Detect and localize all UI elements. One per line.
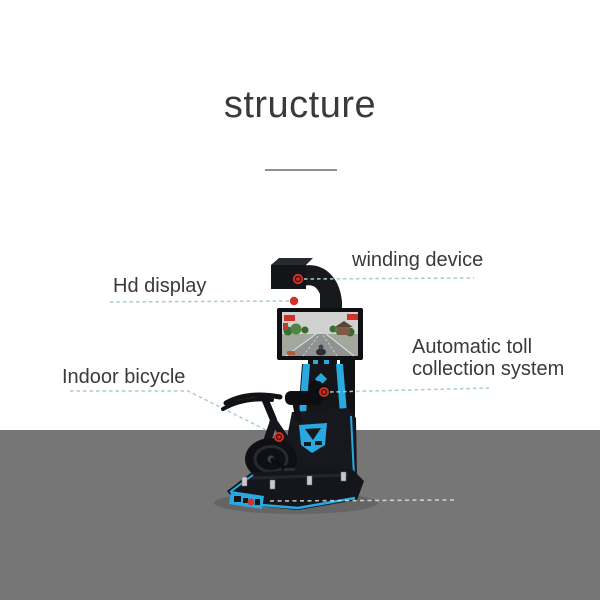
leader-line-indoor-bicycle: [70, 390, 277, 436]
label-winding-device: winding device: [352, 249, 484, 271]
screen-rider: [316, 348, 326, 356]
label-indoor-bicycle: Indoor bicycle: [62, 366, 186, 388]
base-pegs: [241, 471, 347, 490]
screen-house-roof: [335, 321, 353, 327]
leader-line-hd-display: [109, 300, 290, 303]
label-hd-display: Hd display: [113, 275, 207, 297]
label-toll-system: Automatic toll collection system: [412, 336, 564, 380]
screen-car: [287, 351, 295, 355]
screen-hud-left: [284, 315, 295, 321]
floor-guide-line: [269, 499, 456, 502]
indoor-bicycle-unit: [221, 392, 302, 480]
screen-hud-right: [347, 314, 358, 320]
marker-base-panel: [247, 498, 255, 506]
base-platform: [227, 469, 364, 510]
marker-hd-display: [289, 296, 299, 306]
marker-indoor-bicycle: [274, 432, 284, 442]
title-underline: [265, 169, 337, 171]
marker-winding-device: [292, 273, 304, 285]
hd-display-monitor: [277, 308, 363, 368]
game-screen: [282, 312, 358, 357]
label-toll-line2: collection system: [412, 358, 565, 380]
label-toll-line1: Automatic toll: [412, 336, 533, 358]
leader-line-winding-device: [303, 277, 475, 280]
winding-arm: [299, 265, 342, 314]
vr-bike-machine: [221, 258, 364, 510]
handlebar: [223, 392, 283, 406]
screen-house: [337, 327, 350, 335]
page-title: structure: [223, 84, 377, 126]
winding-device-box-top: [271, 258, 313, 265]
marker-toll-system: [319, 387, 329, 397]
leader-line-toll-system: [329, 387, 490, 393]
